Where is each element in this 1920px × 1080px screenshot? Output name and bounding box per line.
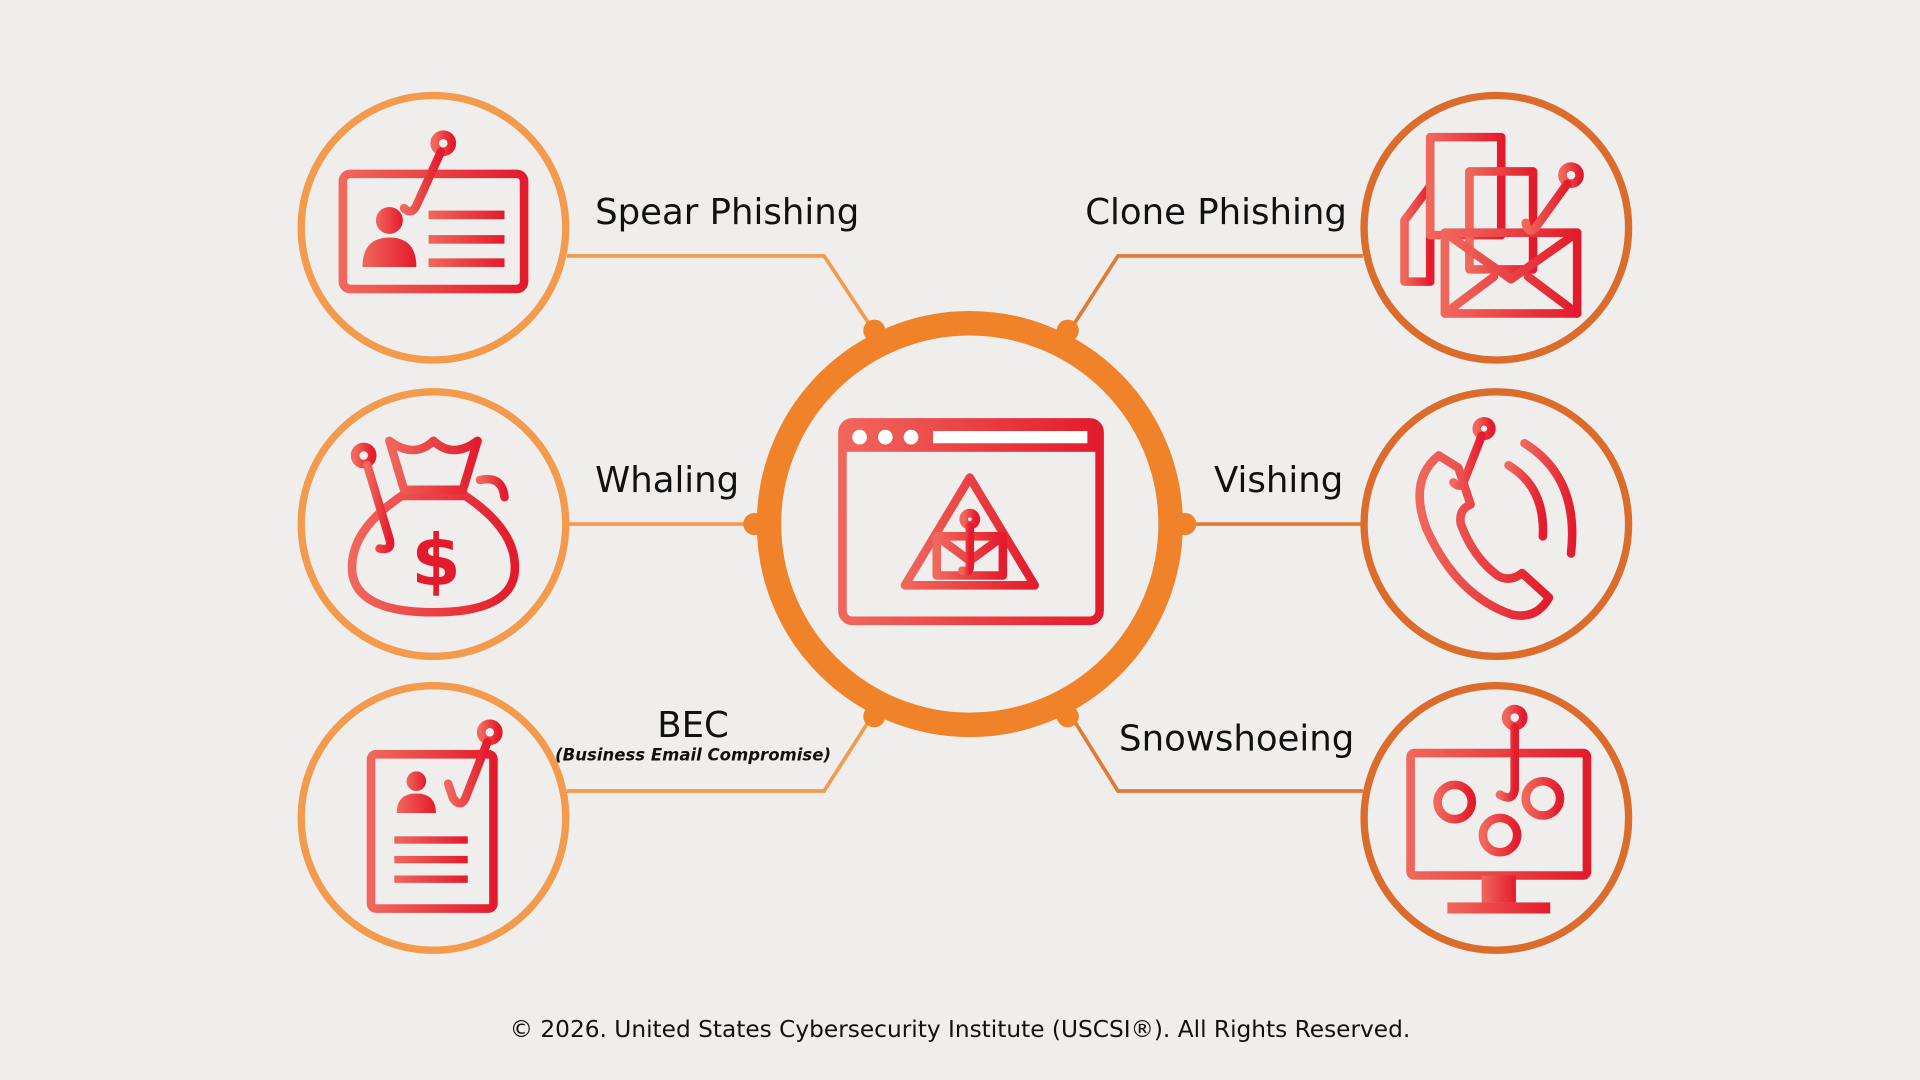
center-node bbox=[743, 311, 1197, 738]
node-sublabel: (Business Email Compromise) bbox=[555, 745, 831, 764]
node-clone-phishing: Clone Phishing bbox=[1085, 91, 1633, 364]
node-whaling: $ Whaling bbox=[297, 388, 739, 660]
monitor-hook-icon bbox=[1406, 704, 1592, 914]
node-vishing: Vishing bbox=[1214, 388, 1633, 660]
node-spear-phishing: Spear Phishing bbox=[297, 91, 859, 364]
envelope-documents-hook-icon bbox=[1400, 132, 1584, 318]
node-label: Clone Phishing bbox=[1085, 192, 1347, 233]
id-card-hook-icon bbox=[338, 130, 529, 294]
footer-copyright: © 2026. United States Cybersecurity Inst… bbox=[510, 1016, 1411, 1043]
money-bag-hook-icon: $ bbox=[347, 436, 520, 617]
svg-text:$: $ bbox=[411, 519, 460, 602]
node-label: Snowshoeing bbox=[1119, 719, 1354, 760]
phone-hook-icon bbox=[1415, 416, 1577, 620]
node-label: Spear Phishing bbox=[595, 192, 859, 233]
node-label: BEC bbox=[657, 705, 729, 746]
node-label: Whaling bbox=[595, 460, 739, 501]
document-profile-hook-icon bbox=[366, 719, 503, 913]
node-label: Vishing bbox=[1214, 460, 1343, 501]
node-bec: BEC (Business Email Compromise) bbox=[297, 682, 831, 954]
connectors bbox=[566, 254, 1363, 793]
node-snowshoeing: Snowshoeing bbox=[1119, 682, 1633, 954]
browser-warning-phishing-icon bbox=[838, 418, 1104, 626]
